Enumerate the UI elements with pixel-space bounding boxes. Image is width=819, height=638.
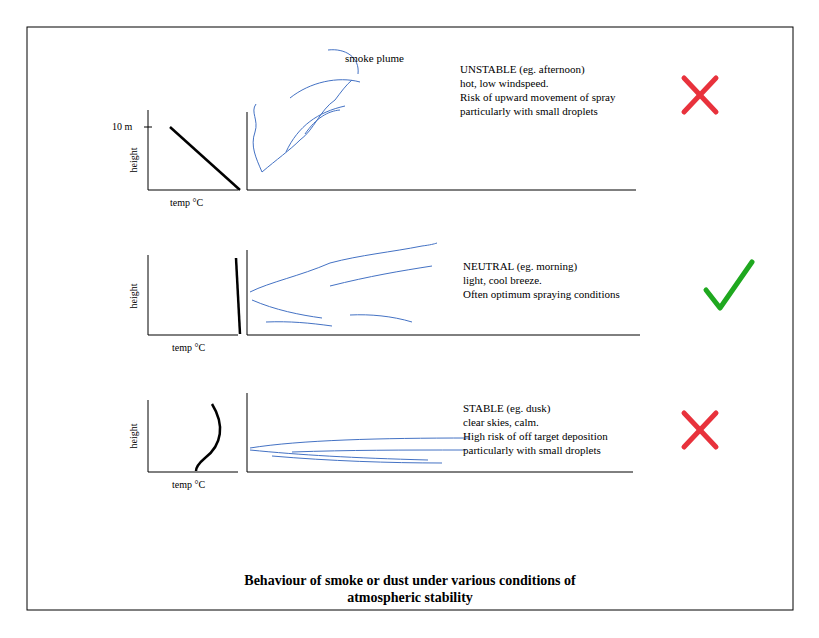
cross-stroke: [684, 78, 716, 112]
profile-line: [196, 404, 220, 471]
axis-label: height: [127, 424, 141, 449]
axis: [148, 110, 238, 190]
figure-caption: Behaviour of smoke or dust under various…: [226, 572, 594, 606]
profile-line: [236, 258, 240, 334]
plume-panel: [247, 112, 636, 190]
condition-note: clear skies, calm.: [463, 415, 539, 429]
cross-stroke: [684, 413, 716, 447]
plume-label: smoke plume: [345, 51, 404, 65]
condition-heading: NEUTRAL (eg. morning): [463, 259, 577, 273]
axis: [148, 255, 238, 335]
condition-note: High risk of off target deposition parti…: [463, 429, 641, 457]
axis-label: temp °C: [172, 341, 205, 355]
red-cross: [684, 78, 716, 112]
plume-swirl: [272, 456, 442, 463]
plume-edge: [250, 243, 437, 292]
tick: [144, 127, 152, 128]
plume-edge: [253, 104, 262, 172]
condition-note: light, cool breeze.: [463, 273, 542, 287]
cross-stroke: [684, 413, 716, 447]
temperature-profile: [170, 127, 240, 471]
smoke-plume: [250, 50, 470, 463]
plume-edge: [250, 438, 470, 448]
condition-note: Often optimum spraying conditions: [463, 287, 620, 301]
axis: [148, 400, 238, 472]
graph-axes: [144, 110, 640, 472]
outer-frame: [27, 27, 793, 610]
plume-edge: [252, 300, 322, 318]
plume-swirl: [290, 80, 360, 98]
condition-heading: STABLE (eg. dusk): [463, 401, 550, 415]
plume-swirl: [286, 106, 345, 152]
plume-edge: [262, 80, 352, 172]
green-tick: [706, 262, 752, 308]
condition-note: Risk of upward movement of spray particu…: [460, 90, 638, 118]
plume-swirl: [350, 315, 412, 322]
condition-heading: UNSTABLE (eg. afternoon): [460, 62, 585, 76]
axis-label: temp °C: [172, 478, 205, 492]
height-mark: 10 m: [112, 120, 132, 134]
axis-label: height: [127, 148, 141, 173]
red-cross: [684, 413, 716, 447]
plume-swirl: [330, 266, 432, 286]
plume-swirl: [266, 322, 332, 326]
axis-label: temp °C: [170, 196, 203, 210]
plume-panel: [247, 250, 640, 335]
profile-line: [170, 127, 240, 190]
axis-label: height: [127, 284, 141, 309]
cross-stroke: [684, 78, 716, 112]
plume-swirl: [305, 110, 340, 134]
plume-swirl: [292, 450, 466, 452]
condition-note: hot, low windspeed.: [460, 76, 549, 90]
plume-edge: [250, 450, 428, 460]
